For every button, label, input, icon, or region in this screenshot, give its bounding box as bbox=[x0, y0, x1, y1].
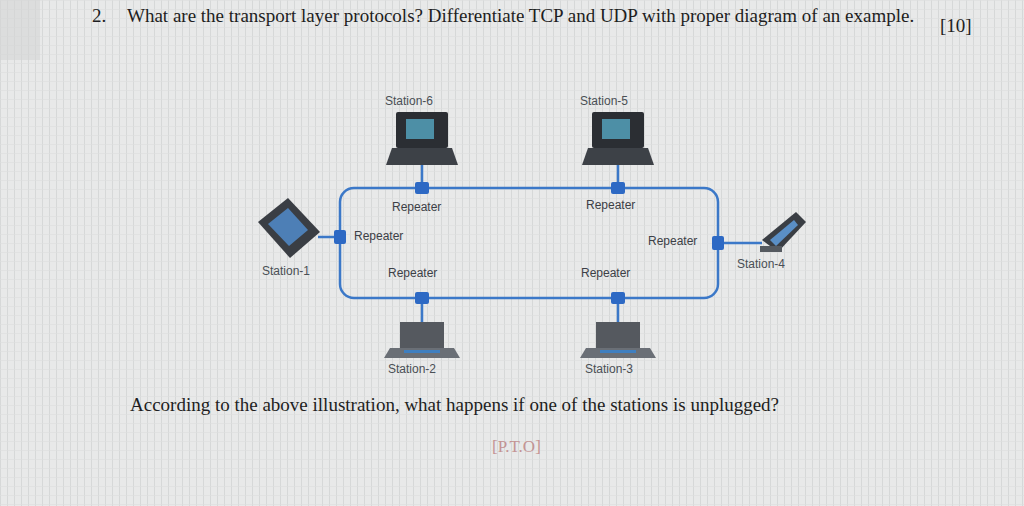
repeater-label: Repeater bbox=[581, 266, 630, 280]
repeater-label: Repeater bbox=[388, 266, 437, 280]
repeater-label: Repeater bbox=[648, 234, 697, 248]
repeater-label: Repeater bbox=[354, 229, 403, 243]
question-text: What are the transport layer protocols? … bbox=[127, 4, 927, 28]
station-label: Station-4 bbox=[737, 257, 785, 271]
repeater-label: Repeater bbox=[586, 198, 635, 212]
repeater-label: Repeater bbox=[392, 200, 441, 214]
question-text: According to the above illustration, wha… bbox=[130, 393, 779, 417]
page-note: [P.T.O] bbox=[492, 435, 541, 459]
station-label: Station-3 bbox=[585, 362, 633, 376]
station-label: Station-2 bbox=[388, 362, 436, 376]
station-label: Station-5 bbox=[580, 94, 628, 108]
station-label: Station-1 bbox=[262, 264, 310, 278]
station-label: Station-6 bbox=[385, 94, 433, 108]
question-number: 2. bbox=[92, 4, 106, 28]
marks: [10] bbox=[940, 14, 972, 38]
